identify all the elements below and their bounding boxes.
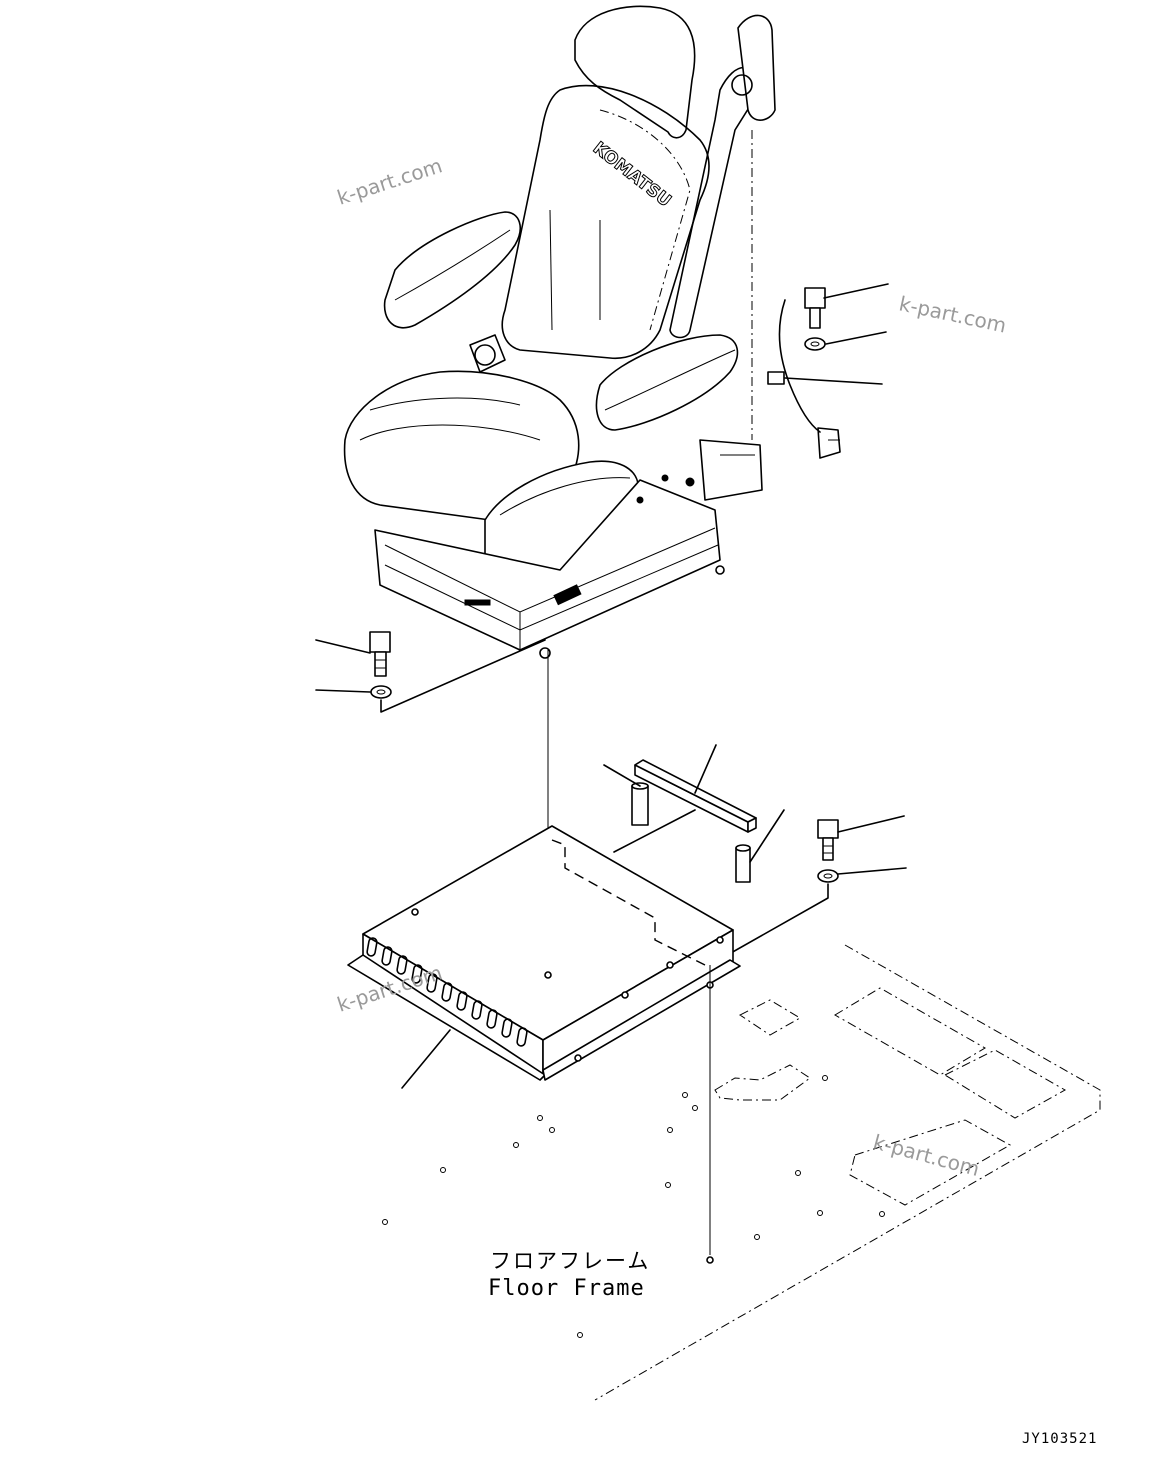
bracket-washer [714, 867, 907, 963]
spacer-bar [634, 744, 757, 833]
spacer-block-left [603, 764, 649, 826]
watermark-text: k-part.com [334, 153, 445, 209]
floor-frame [382, 944, 1101, 1401]
seat-mount-bolt [315, 631, 391, 677]
seat-mount-bracket [347, 825, 741, 1089]
bracket-slots [366, 937, 528, 1047]
seat-wiring-harness [767, 299, 841, 459]
upper-right-washer [804, 331, 887, 351]
bracket-bolt [817, 815, 905, 861]
seat-brand-text: KOMATSU [589, 138, 675, 211]
seat-mount-washer [315, 685, 392, 699]
watermark-text: k-part.com [871, 1130, 982, 1181]
operator-seat: KOMATSU [343, 5, 776, 659]
spacer-block-right [735, 809, 785, 883]
floor-frame-label-jp: フロアフレーム [490, 1249, 650, 1273]
drawing-code: JY103521 [1022, 1431, 1097, 1447]
watermark-text: k-part.com [897, 291, 1009, 337]
upper-right-bolt [804, 283, 889, 329]
floor-frame-label-en: Floor Frame [488, 1276, 645, 1301]
harness-clamp-leader [784, 377, 883, 385]
